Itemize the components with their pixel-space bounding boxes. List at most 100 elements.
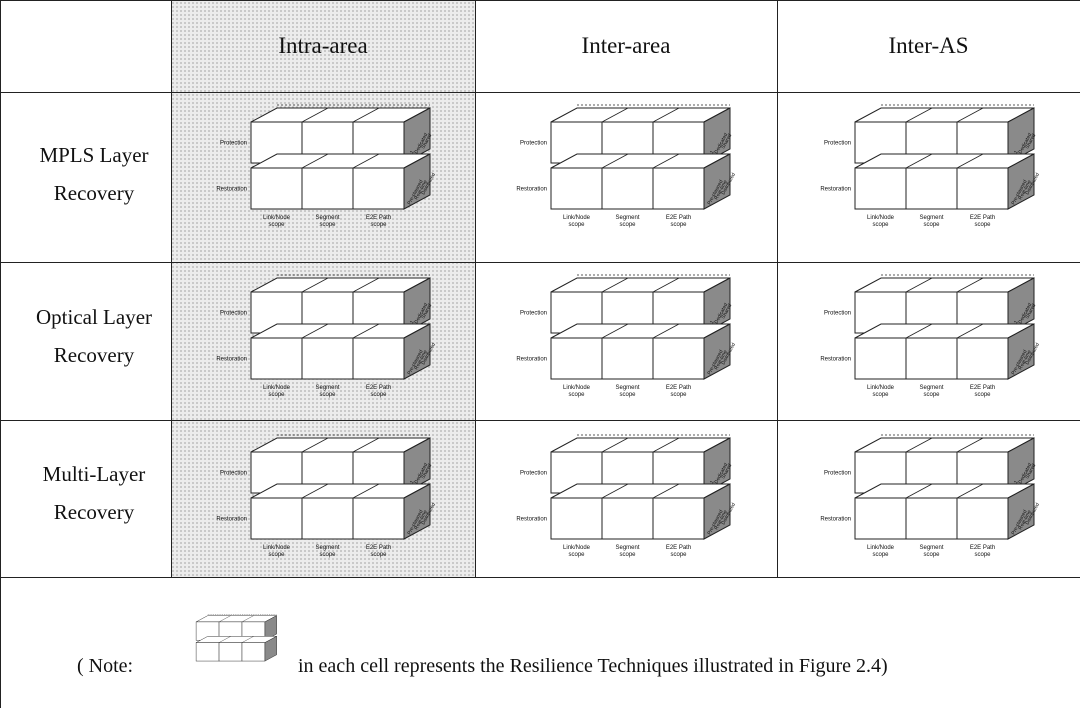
cube-side-face <box>1007 483 1035 540</box>
cube-scope-label: scope <box>319 392 336 398</box>
cube-edge <box>652 153 680 169</box>
cube-diagram <box>195 614 277 662</box>
cube-edge <box>241 636 254 643</box>
cube-edge <box>601 323 629 339</box>
row-label-mpls: MPLS Layer Recovery <box>30 136 158 212</box>
cube-cell <box>854 497 907 540</box>
cube-cell <box>218 642 243 662</box>
cube-edge <box>652 437 680 453</box>
cube-cell <box>956 167 1009 210</box>
cube-top-face <box>195 615 277 623</box>
cube-scope-label: scope <box>872 222 889 228</box>
cube-top-face <box>550 437 731 453</box>
cube-top-face <box>854 153 1035 169</box>
cube-diagram: Protection1+1DedicatedSharedRestorationP… <box>820 434 1041 558</box>
row-label-line: Optical Layer <box>35 305 153 329</box>
cube-top-face <box>195 636 277 643</box>
row-label-optical: Optical Layer Recovery <box>30 298 158 374</box>
cube-diagram: Protection1+1DedicatedSharedRestorationP… <box>216 274 437 398</box>
cube-row-label: Protection <box>520 311 547 317</box>
cube-edge <box>956 277 984 293</box>
table-rule <box>0 0 1080 1</box>
cube-cell <box>905 337 958 380</box>
cube-edge <box>352 277 380 293</box>
cube-side-face <box>1007 153 1035 210</box>
cube-cell <box>352 497 405 540</box>
cube-side-face <box>703 483 731 540</box>
cube-top-face <box>550 107 731 123</box>
cube-diagram: Protection1+1DedicatedSharedRestorationP… <box>216 104 437 228</box>
cube-scope-label: scope <box>670 222 687 228</box>
cube-scope-label: E2E Path <box>970 385 995 391</box>
cube-edge <box>601 437 629 453</box>
row-label-line: Recovery <box>53 181 135 205</box>
cube-top-face <box>250 323 431 339</box>
cube-edge <box>905 483 933 499</box>
table-rule <box>0 577 1080 578</box>
resilience-cube-icon: Protection1+1DedicatedSharedRestorationP… <box>820 274 1041 398</box>
cube-cell <box>250 167 303 210</box>
cube-side-face <box>1007 277 1035 334</box>
cube-edge <box>301 483 329 499</box>
cube-cell <box>601 337 654 380</box>
resilience-cube-icon: Protection1+1DedicatedSharedRestorationP… <box>820 104 1041 228</box>
cube-row-label: Restoration <box>516 187 547 193</box>
cube-row-label: Protection <box>824 471 851 477</box>
cube-top-face <box>550 153 731 169</box>
row-label-line: Multi-Layer <box>42 462 146 486</box>
cube-diagram: Protection1+1DedicatedSharedRestorationP… <box>516 104 737 228</box>
cube-edge <box>956 107 984 123</box>
cube-scope-label: Segment <box>919 385 943 391</box>
cube-edge <box>601 153 629 169</box>
cube-scope-label: scope <box>319 552 336 558</box>
cube-side-face <box>403 483 431 540</box>
note-text: in each cell represents the Resilience T… <box>298 655 888 677</box>
cube-top-face <box>854 437 1035 453</box>
cube-cell <box>905 497 958 540</box>
cube-scope-label: scope <box>568 552 585 558</box>
cube-scope-label: E2E Path <box>366 385 391 391</box>
cube-cell <box>652 497 705 540</box>
cube-scope-label: scope <box>872 392 889 398</box>
cube-scope-label: E2E Path <box>366 545 391 551</box>
cube-side-face <box>703 277 731 334</box>
cube-scope-label: scope <box>319 222 336 228</box>
cube-cell <box>550 167 603 210</box>
table-rule <box>777 0 778 577</box>
resilience-cube-icon: Protection1+1DedicatedSharedRestorationP… <box>516 104 737 228</box>
cube-scope-label: scope <box>619 392 636 398</box>
column-header-intra-area: Intra-area <box>278 33 368 58</box>
cube-edge <box>301 323 329 339</box>
table-rule <box>0 420 1080 421</box>
row-label-line: Recovery <box>53 500 135 524</box>
cube-scope-label: Segment <box>315 215 339 221</box>
cube-diagram: Protection1+1DedicatedSharedRestorationP… <box>516 434 737 558</box>
cube-cell <box>550 497 603 540</box>
cube-edge <box>652 277 680 293</box>
cube-row-label: Protection <box>824 311 851 317</box>
column-header-inter-area: Inter-area <box>581 33 671 58</box>
cube-scope-label: E2E Path <box>666 545 691 551</box>
table-rule <box>0 262 1080 263</box>
resilience-cube-icon: Protection1+1DedicatedSharedRestorationP… <box>516 434 737 558</box>
cube-edge <box>652 323 680 339</box>
cube-edge <box>241 615 254 623</box>
cube-scope-label: scope <box>619 552 636 558</box>
resilience-cube-icon: Protection1+1DedicatedSharedRestorationP… <box>820 434 1041 558</box>
cube-edge <box>956 153 984 169</box>
cube-scope-label: scope <box>923 222 940 228</box>
cube-row-label: Restoration <box>516 517 547 523</box>
cube-side-face <box>403 437 431 494</box>
cube-scope-label: Link/Node <box>867 215 895 221</box>
cube-side-face <box>264 635 277 662</box>
cube-cell <box>652 167 705 210</box>
cube-scope-label: Link/Node <box>867 385 895 391</box>
cube-edge <box>905 323 933 339</box>
cube-scope-label: Segment <box>919 215 943 221</box>
row-label-line: Recovery <box>53 343 135 367</box>
resilience-cube-icon: Protection1+1DedicatedSharedRestorationP… <box>516 274 737 398</box>
cube-side-face <box>1007 107 1035 164</box>
cube-edge <box>905 277 933 293</box>
cube-diagram: Protection1+1DedicatedSharedRestorationP… <box>820 104 1041 228</box>
cube-scope-label: E2E Path <box>970 545 995 551</box>
